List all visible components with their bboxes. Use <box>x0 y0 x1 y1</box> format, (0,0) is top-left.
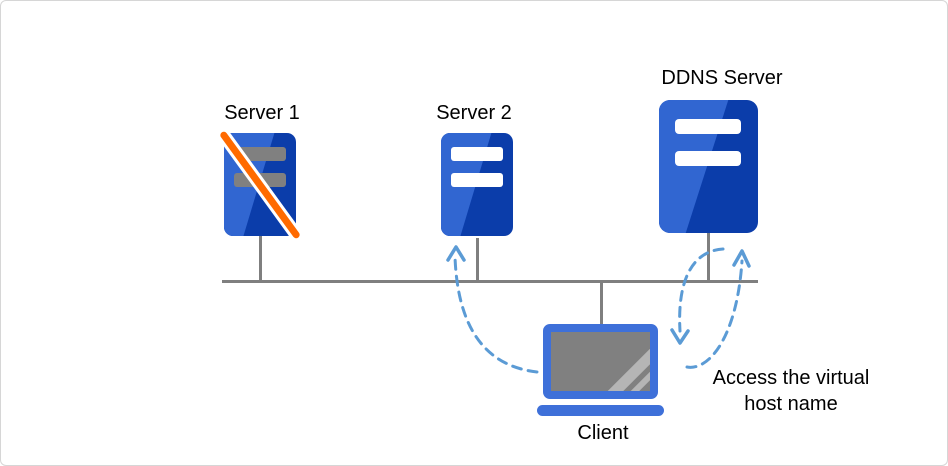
network-bus-line <box>222 280 758 283</box>
server1-label: Server 1 <box>224 102 300 124</box>
ddns-server-label: DDNS Server <box>661 67 783 89</box>
down-arrowhead <box>670 328 690 345</box>
ddns-drop-line <box>707 233 710 280</box>
server-body <box>659 100 758 233</box>
server1-icon <box>217 128 303 241</box>
server2-label: Server 2 <box>436 102 512 124</box>
laptop-base <box>537 405 664 416</box>
annotation-line: Access the virtual <box>712 367 870 389</box>
client-to-ddns-arrow <box>685 259 744 369</box>
client-laptop-icon <box>543 324 658 399</box>
annotation-line: host name <box>744 393 838 415</box>
server-body <box>441 133 513 236</box>
server-drive-bar <box>451 147 503 161</box>
up-arrowhead <box>732 249 751 268</box>
laptop-screen <box>551 332 650 391</box>
server-drive-bar <box>451 173 503 187</box>
client-label: Client <box>577 422 629 444</box>
server-drive-bar <box>675 119 741 134</box>
server2-icon <box>441 133 513 236</box>
up-arrowhead <box>446 245 466 262</box>
ddns-to-client-arrow <box>678 247 725 333</box>
client-drop-line <box>600 283 603 325</box>
server-drive-bar <box>675 151 741 166</box>
server2-drop-line <box>476 238 479 280</box>
client-to-server2-arrow <box>453 255 539 374</box>
annotation-access-note: Access the virtual host name <box>689 365 893 417</box>
server1-drop-line <box>259 236 262 280</box>
ddns-server-icon <box>659 100 758 233</box>
